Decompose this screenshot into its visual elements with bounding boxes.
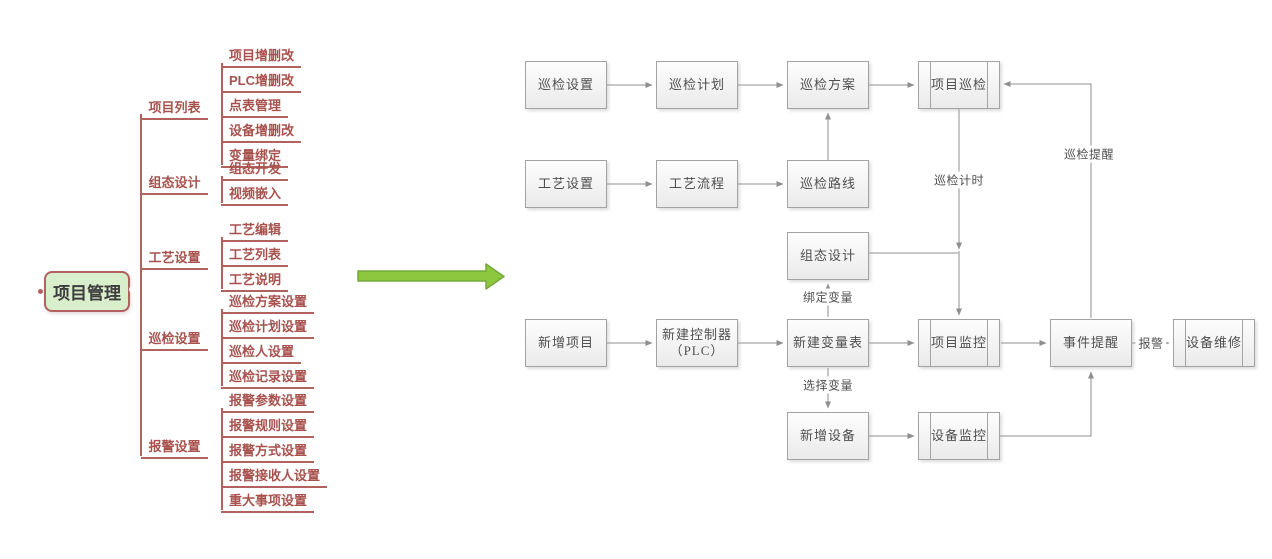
flow-node-new-controller[interactable]: 新建控制器 （PLC）: [656, 319, 738, 367]
edge-label-alarm: 报警: [1135, 334, 1167, 352]
mindmap-topic-craft-list[interactable]: 工艺列表: [221, 242, 289, 267]
mindmap-topic-craft-edit[interactable]: 工艺编辑: [221, 217, 289, 242]
mindmap-topic-patroller-set[interactable]: 巡检人设置: [221, 339, 302, 364]
mindmap-topic-project-crud[interactable]: 项目增删改: [221, 43, 302, 68]
edge-label-select-variable: 选择变量: [799, 376, 857, 394]
mindmap-topic-patrol-plan-set[interactable]: 巡检计划设置: [221, 314, 315, 339]
mindmap-topic-device-crud[interactable]: 设备增删改: [221, 118, 302, 143]
mindmap-bracket: [221, 63, 223, 165]
mindmap-topic-plc-crud[interactable]: PLC增删改: [221, 68, 302, 93]
flow-node-project-patrol[interactable]: 项目巡检: [918, 61, 1000, 109]
mindmap-topic-point-table[interactable]: 点表管理: [221, 93, 289, 118]
flow-node-patrol-scheme[interactable]: 巡检方案: [787, 61, 869, 109]
flow-node-new-variable-table[interactable]: 新建变量表: [787, 319, 869, 367]
flow-node-event-reminder[interactable]: 事件提醒: [1050, 319, 1132, 367]
mindmap-bracket: [221, 408, 223, 510]
flow-node-new-device[interactable]: 新增设备: [787, 412, 869, 460]
flow-node-patrol-settings[interactable]: 巡检设置: [525, 61, 607, 109]
mindmap-collapse-handle[interactable]: [207, 260, 214, 267]
edge-label-patrol-timing: 巡检计时: [930, 171, 988, 189]
mindmap-topic-patrol-record-set[interactable]: 巡检记录设置: [221, 364, 315, 389]
flow-node-craft-flow[interactable]: 工艺流程: [656, 160, 738, 208]
mindmap-topic-config-dev[interactable]: 组态开发: [221, 156, 289, 181]
mindmap-root-anchor-dot: [38, 289, 43, 294]
mindmap-collapse-handle[interactable]: [207, 110, 214, 117]
flow-node-config-design[interactable]: 组态设计: [787, 232, 869, 280]
mindmap-branch-patrol-settings[interactable]: 巡检设置: [141, 326, 208, 351]
mindmap-topic-craft-desc[interactable]: 工艺说明: [221, 267, 289, 292]
transform-arrow-icon: [357, 263, 505, 290]
mindmap-branch-alarm-settings[interactable]: 报警设置: [141, 434, 208, 459]
mindmap-topic-alarm-mode-set[interactable]: 报警方式设置: [221, 438, 315, 463]
mindmap-bracket: [221, 309, 223, 386]
mindmap-collapse-handle[interactable]: [207, 341, 214, 348]
mindmap-root-collapse-handle[interactable]: [129, 286, 136, 293]
mindmap-branch-project-list[interactable]: 项目列表: [141, 95, 208, 120]
mindmap-topic-patrol-scheme-set[interactable]: 巡检方案设置: [221, 289, 315, 314]
flow-node-project-monitor[interactable]: 项目监控: [918, 319, 1000, 367]
flow-node-device-repair[interactable]: 设备维修: [1173, 319, 1255, 367]
mindmap-collapse-handle[interactable]: [207, 449, 214, 456]
mindmap-topic-alarm-param-set[interactable]: 报警参数设置: [221, 388, 315, 413]
flow-node-patrol-plan[interactable]: 巡检计划: [656, 61, 738, 109]
mindmap-topic-variable-bind[interactable]: 变量绑定: [221, 143, 289, 168]
mindmap-topic-video-embed[interactable]: 视频嵌入: [221, 181, 289, 206]
flow-edges: [607, 81, 1170, 439]
mindmap-root-topic[interactable]: 项目管理: [44, 271, 130, 312]
mindmap-bracket: [221, 237, 223, 289]
mindmap-bracket: [221, 176, 223, 203]
mindmap-topic-alarm-receiver-set[interactable]: 报警接收人设置: [221, 463, 328, 488]
edge-label-bind-variable: 绑定变量: [799, 288, 857, 306]
flow-node-device-monitor[interactable]: 设备监控: [918, 412, 1000, 460]
flow-node-new-project[interactable]: 新增项目: [525, 319, 607, 367]
edge-label-patrol-reminder: 巡检提醒: [1060, 145, 1118, 163]
mindmap-trunk-line: [140, 114, 142, 456]
mindmap-branch-config-design[interactable]: 组态设计: [141, 170, 208, 195]
mindmap-collapse-handle[interactable]: [207, 185, 214, 192]
flow-node-patrol-route[interactable]: 巡检路线: [787, 160, 869, 208]
mindmap-branch-craft-settings[interactable]: 工艺设置: [141, 245, 208, 270]
mindmap-topic-alarm-rule-set[interactable]: 报警规则设置: [221, 413, 315, 438]
mindmap-topic-major-event-set[interactable]: 重大事项设置: [221, 488, 315, 513]
flow-node-craft-settings[interactable]: 工艺设置: [525, 160, 607, 208]
